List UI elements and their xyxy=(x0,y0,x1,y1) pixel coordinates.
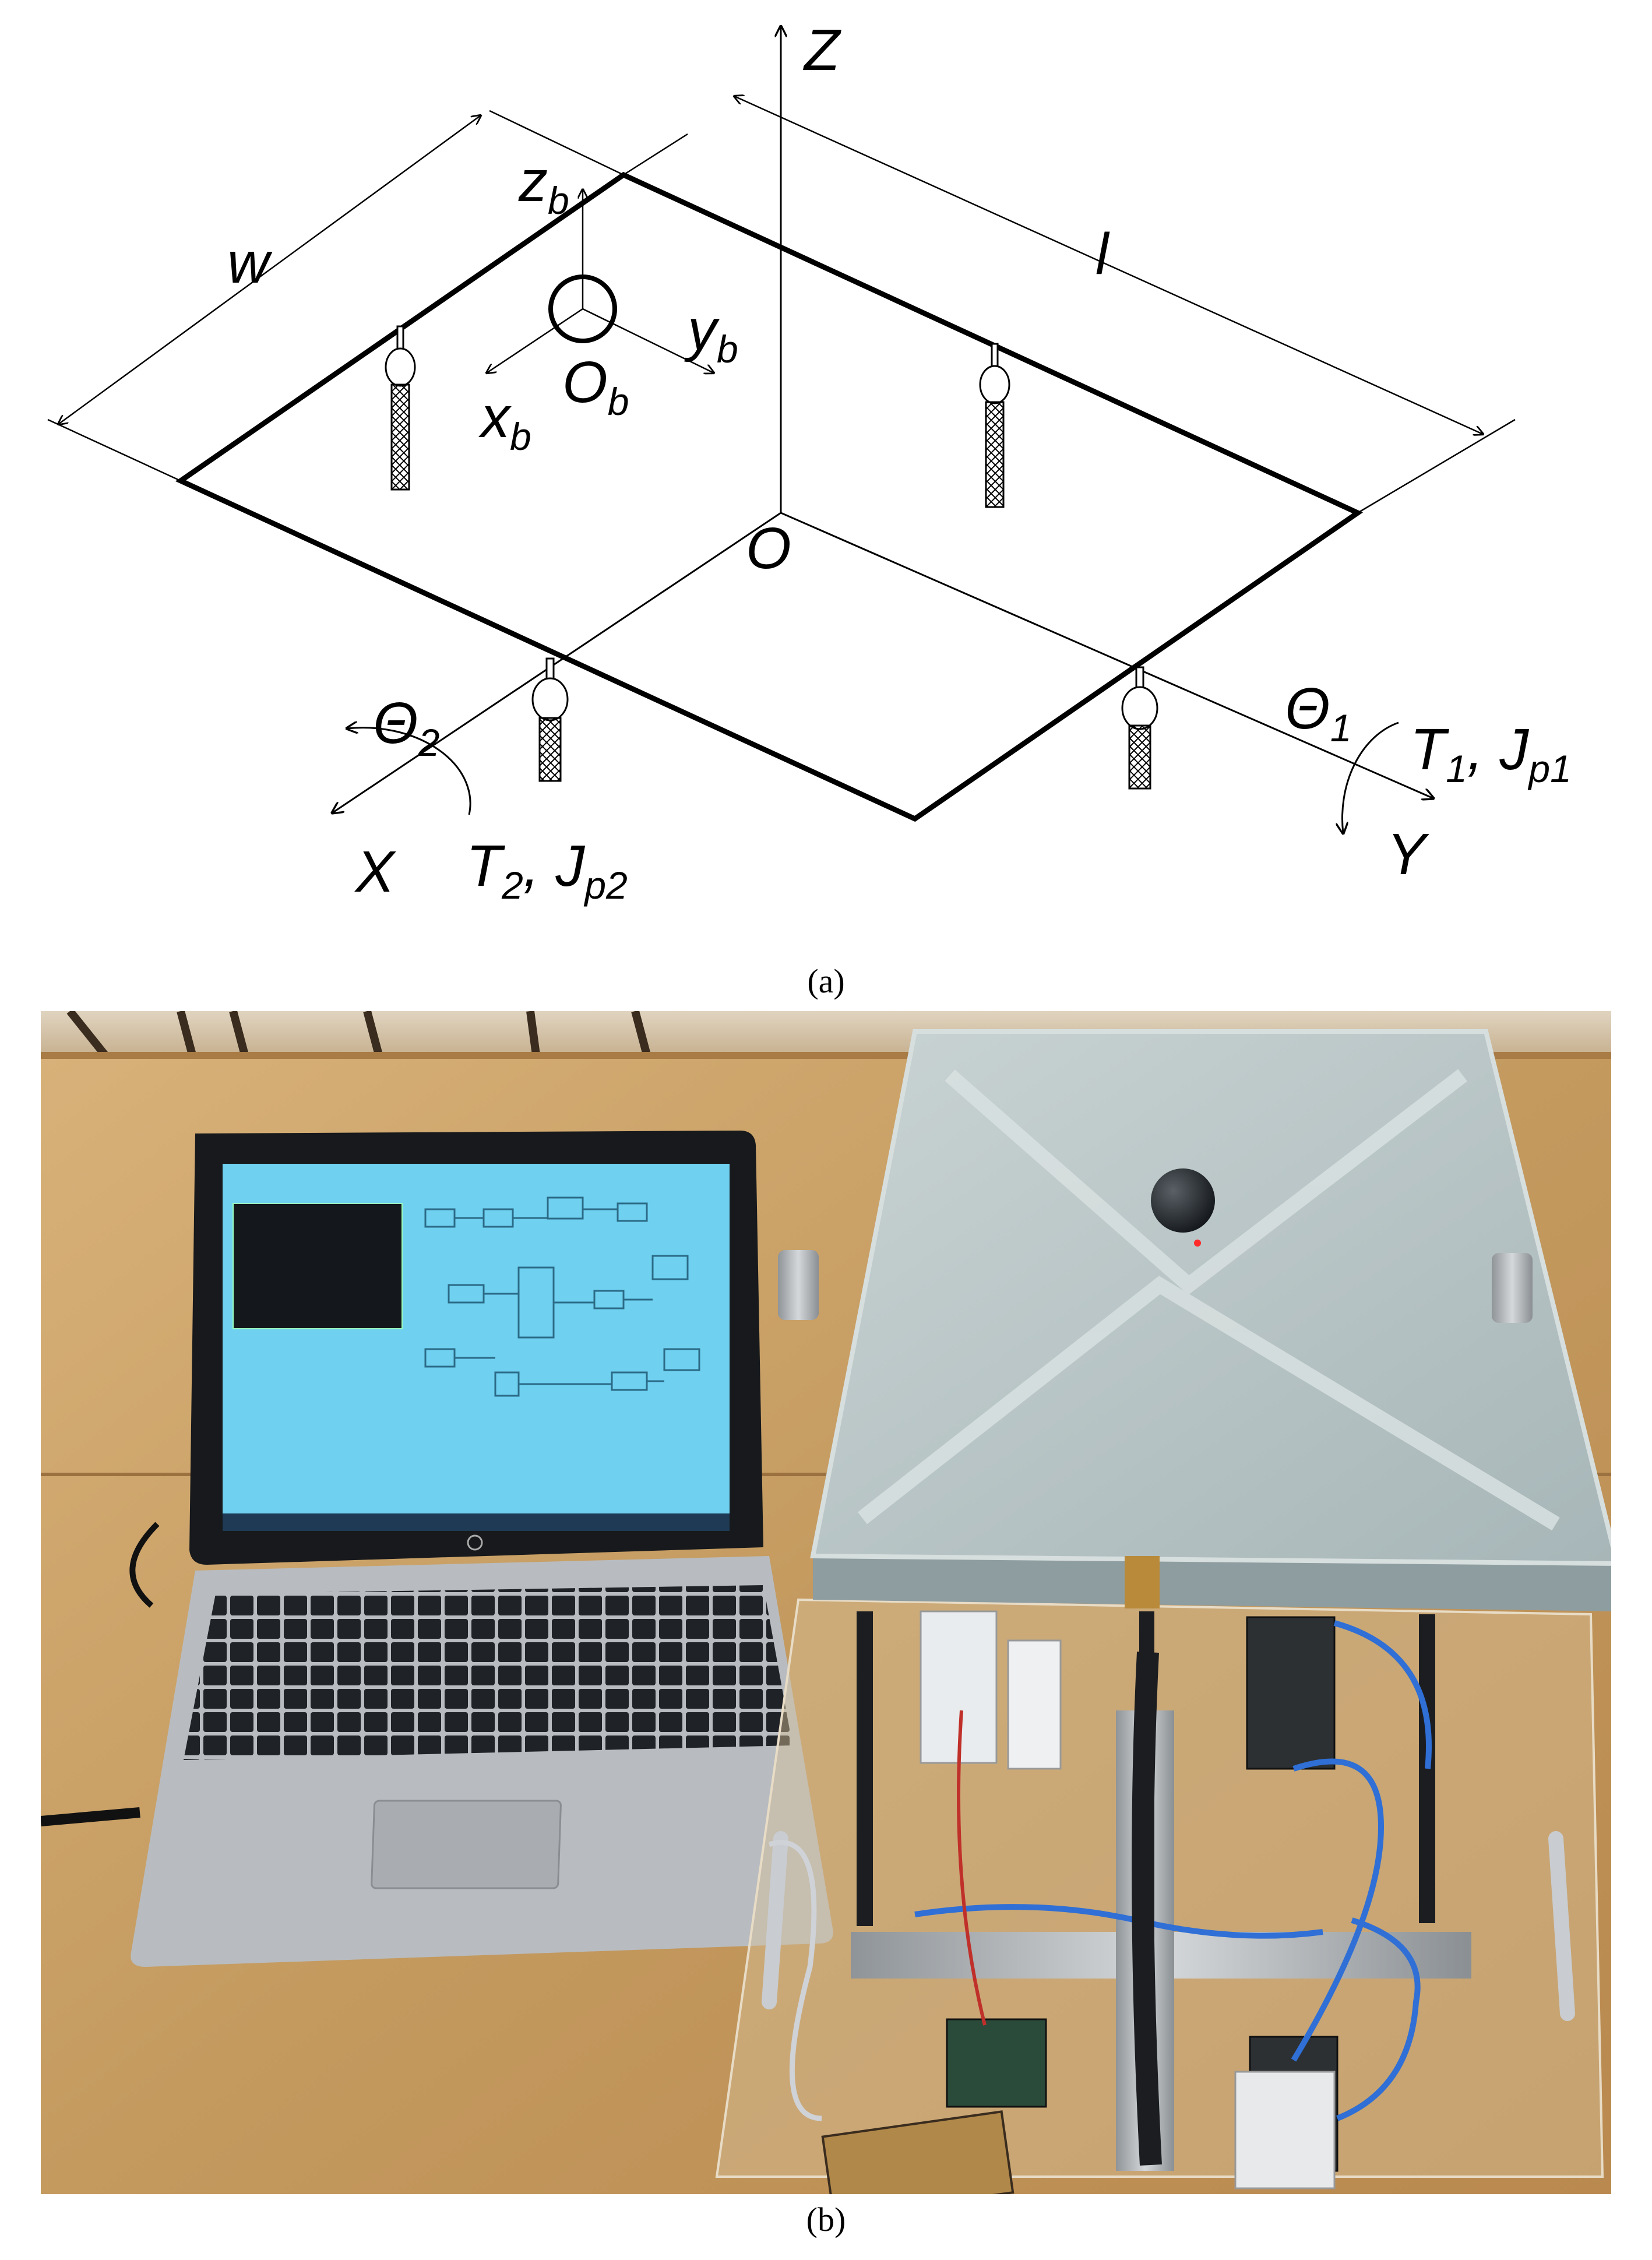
label-origin: O xyxy=(746,516,791,581)
signal-cable-red xyxy=(957,1710,987,2026)
ball-plate-rig xyxy=(715,1029,1611,2194)
label-y-axis: Y xyxy=(1387,822,1429,887)
yb-axis-line xyxy=(582,308,714,373)
handle-right xyxy=(1548,1831,1575,2021)
servo-valve-top xyxy=(1246,1616,1336,1770)
support-leg-1 xyxy=(385,325,416,491)
label-xb: xb xyxy=(478,385,531,458)
label-ob: Ob xyxy=(562,350,629,423)
plate-ribs xyxy=(857,1069,1560,1531)
chair-legs xyxy=(66,1011,651,1058)
handle-left xyxy=(762,1831,788,2009)
theta2-rotation-arrow xyxy=(347,728,471,815)
xb-axis-line xyxy=(487,308,583,373)
l-dimension-line xyxy=(734,96,1483,434)
controller-board xyxy=(821,2110,1015,2194)
l-extension-1 xyxy=(623,133,688,176)
label-t2-jp2: T2, Jp2 xyxy=(466,833,628,907)
driver-board xyxy=(946,2018,1047,2108)
l-extension-2 xyxy=(1357,418,1516,514)
pivot-bracket-right xyxy=(1492,1253,1533,1323)
label-z-axis: Z xyxy=(803,17,841,83)
power-cable xyxy=(129,1522,160,1608)
usb-cable-left xyxy=(41,1807,140,1826)
ball-plate-schematic: w l Z O X Y zb yb Ob xyxy=(47,17,1572,907)
plate-side xyxy=(813,1556,1611,1611)
setup-photo xyxy=(41,1011,1611,2194)
caption-a: (a) xyxy=(807,962,845,1000)
terminal-block xyxy=(1007,1639,1062,1770)
label-theta2: Θ2 xyxy=(373,691,440,764)
label-theta1: Θ1 xyxy=(1285,676,1352,749)
valve-body xyxy=(1234,2071,1336,2189)
label-t1-jp1: T1, Jp1 xyxy=(1410,717,1572,790)
laptop xyxy=(41,1131,834,1967)
laser-dot xyxy=(1194,1240,1201,1247)
screen-block-diagram xyxy=(424,1196,700,1397)
support-leg-4 xyxy=(1121,666,1158,790)
laptop-touchpad xyxy=(371,1800,562,1889)
w-extension-2 xyxy=(489,110,624,176)
plate-outline xyxy=(175,171,1364,822)
support-leg-2 xyxy=(979,343,1010,508)
usb-cable-right xyxy=(768,1840,822,2121)
theta1-rotation-arrow xyxy=(1343,721,1399,833)
label-x-axis: X xyxy=(354,839,396,904)
w-extension-1 xyxy=(47,418,181,482)
pillar-left xyxy=(857,1611,873,1926)
touch-connector xyxy=(1125,1556,1160,1608)
support-leg-3 xyxy=(531,657,569,782)
laptop-keyboard xyxy=(184,1585,792,1760)
screen-scope-window xyxy=(233,1203,403,1329)
x-axis-line xyxy=(332,512,781,813)
hp-logo-icon xyxy=(467,1534,483,1551)
label-yb: yb xyxy=(684,297,738,371)
ball-icon-photo xyxy=(1151,1168,1215,1233)
y-axis-line xyxy=(780,512,1433,798)
w-dimension-line xyxy=(58,115,481,424)
caption-b: (b) xyxy=(806,2201,846,2238)
label-l: l xyxy=(1096,221,1110,287)
label-w: w xyxy=(227,230,273,295)
label-zb: zb xyxy=(518,149,569,222)
pillar-right xyxy=(1419,1614,1435,1923)
pressure-hose xyxy=(1132,1652,1162,2166)
taskbar xyxy=(223,1513,730,1531)
pivot-bracket-left xyxy=(778,1250,819,1320)
